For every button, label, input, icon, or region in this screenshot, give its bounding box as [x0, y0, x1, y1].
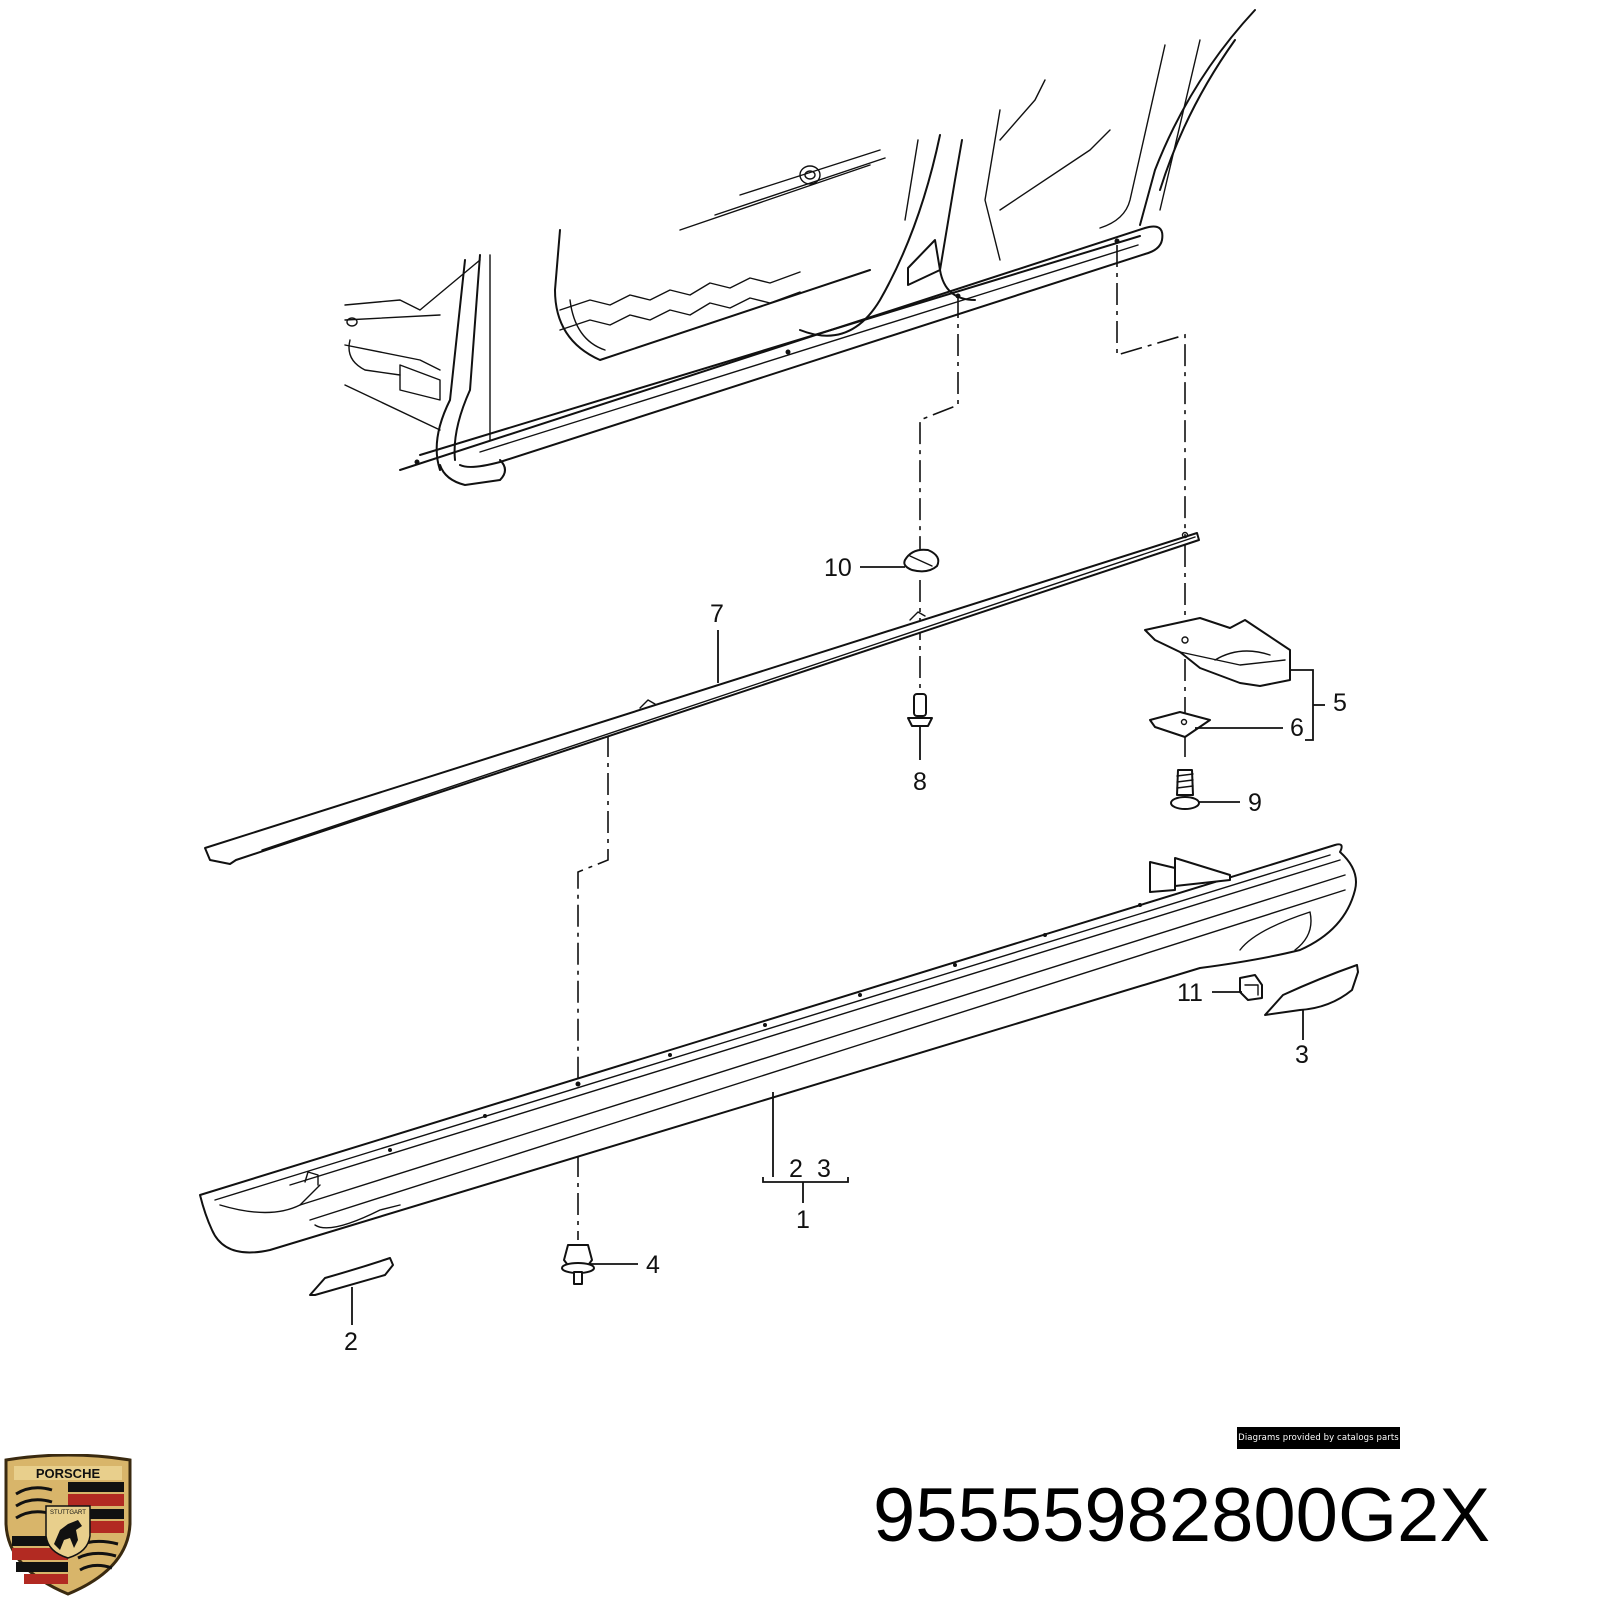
car-body-side-structure	[344, 9, 1256, 486]
logo-text: PORSCHE	[36, 1466, 101, 1481]
part-2-trim-piece[interactable]	[309, 1257, 394, 1296]
part-7-trim-strip[interactable]	[204, 531, 1200, 865]
part-10-clip[interactable]	[903, 548, 940, 573]
part-number: 95555982800G2X	[873, 1473, 1491, 1558]
callout-5: 5	[1333, 689, 1347, 717]
callout-7: 7	[710, 600, 724, 628]
callout-2: 2	[344, 1328, 358, 1356]
part-4-push-clip[interactable]	[561, 1244, 595, 1285]
part-8-screw[interactable]	[907, 693, 933, 727]
callout-10: 10	[824, 554, 852, 582]
part-6-clip-nut[interactable]	[1149, 711, 1211, 738]
callout-11: 11	[1177, 979, 1203, 1007]
part-11-clip[interactable]	[1239, 974, 1263, 1001]
leader-lines	[351, 566, 1325, 1325]
part-1-side-sill-panel[interactable]	[199, 843, 1357, 1254]
callout-9: 9	[1248, 789, 1262, 817]
part-3-trim-piece[interactable]	[1264, 964, 1359, 1016]
porsche-crest-icon: PORSCHE STUTTGART	[4, 1454, 132, 1596]
logo-subtext: STUTTGART	[50, 1510, 86, 1516]
callout-3-group: 3	[817, 1155, 831, 1183]
callout-2-group: 2	[789, 1155, 803, 1183]
callout-6: 6	[1290, 714, 1304, 742]
callout-8: 8	[913, 768, 927, 796]
part-9-screw[interactable]	[1170, 769, 1200, 810]
callout-1: 1	[796, 1206, 810, 1234]
callout-3: 3	[1295, 1041, 1309, 1069]
callout-4: 4	[646, 1251, 660, 1279]
part-5-bracket[interactable]	[1144, 617, 1291, 687]
diagram-credit-badge: Diagrams provided by catalogs parts	[1237, 1427, 1400, 1449]
callout-labels: 10 7 8 5 6 9 11 3 2 3 1 4 2	[344, 554, 1347, 1356]
